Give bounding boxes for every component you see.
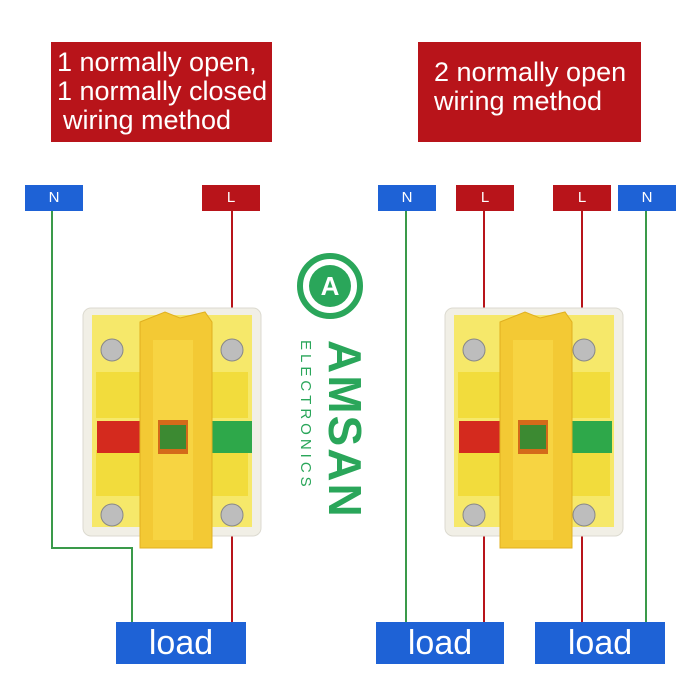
brand-name: AMSAN bbox=[319, 340, 371, 519]
left-title-line-2: 1 normally closed bbox=[57, 76, 268, 106]
right-switch-block bbox=[444, 307, 624, 549]
left-load-box: load bbox=[116, 622, 246, 664]
right-title-line-1: 2 normally open bbox=[434, 57, 627, 87]
left-title-line-3: wiring method bbox=[63, 105, 232, 135]
brand-logo-letter: A bbox=[320, 271, 340, 301]
right-load-box-2: load bbox=[535, 622, 665, 664]
brand-logo-icon bbox=[297, 253, 363, 319]
left-title-line-1: 1 normally open, bbox=[57, 47, 257, 77]
left-l-tag: L bbox=[202, 185, 260, 211]
left-switch-block bbox=[82, 307, 262, 549]
right-l-right-tag: L bbox=[553, 185, 611, 211]
brand-sub: ELECTRONICS bbox=[297, 340, 314, 491]
right-n-right-tag: N bbox=[618, 185, 676, 211]
left-n-tag: N bbox=[25, 185, 83, 211]
left-n-wire bbox=[51, 210, 133, 622]
right-load-box-1: load bbox=[376, 622, 504, 664]
right-title-box: 2 normally open wiring method bbox=[418, 42, 641, 142]
left-title-box: 1 normally open, 1 normally closed wirin… bbox=[51, 42, 272, 142]
right-title-line-2: wiring method bbox=[434, 86, 603, 116]
right-n-left-tag: N bbox=[378, 185, 436, 211]
right-l-left-tag: L bbox=[456, 185, 514, 211]
